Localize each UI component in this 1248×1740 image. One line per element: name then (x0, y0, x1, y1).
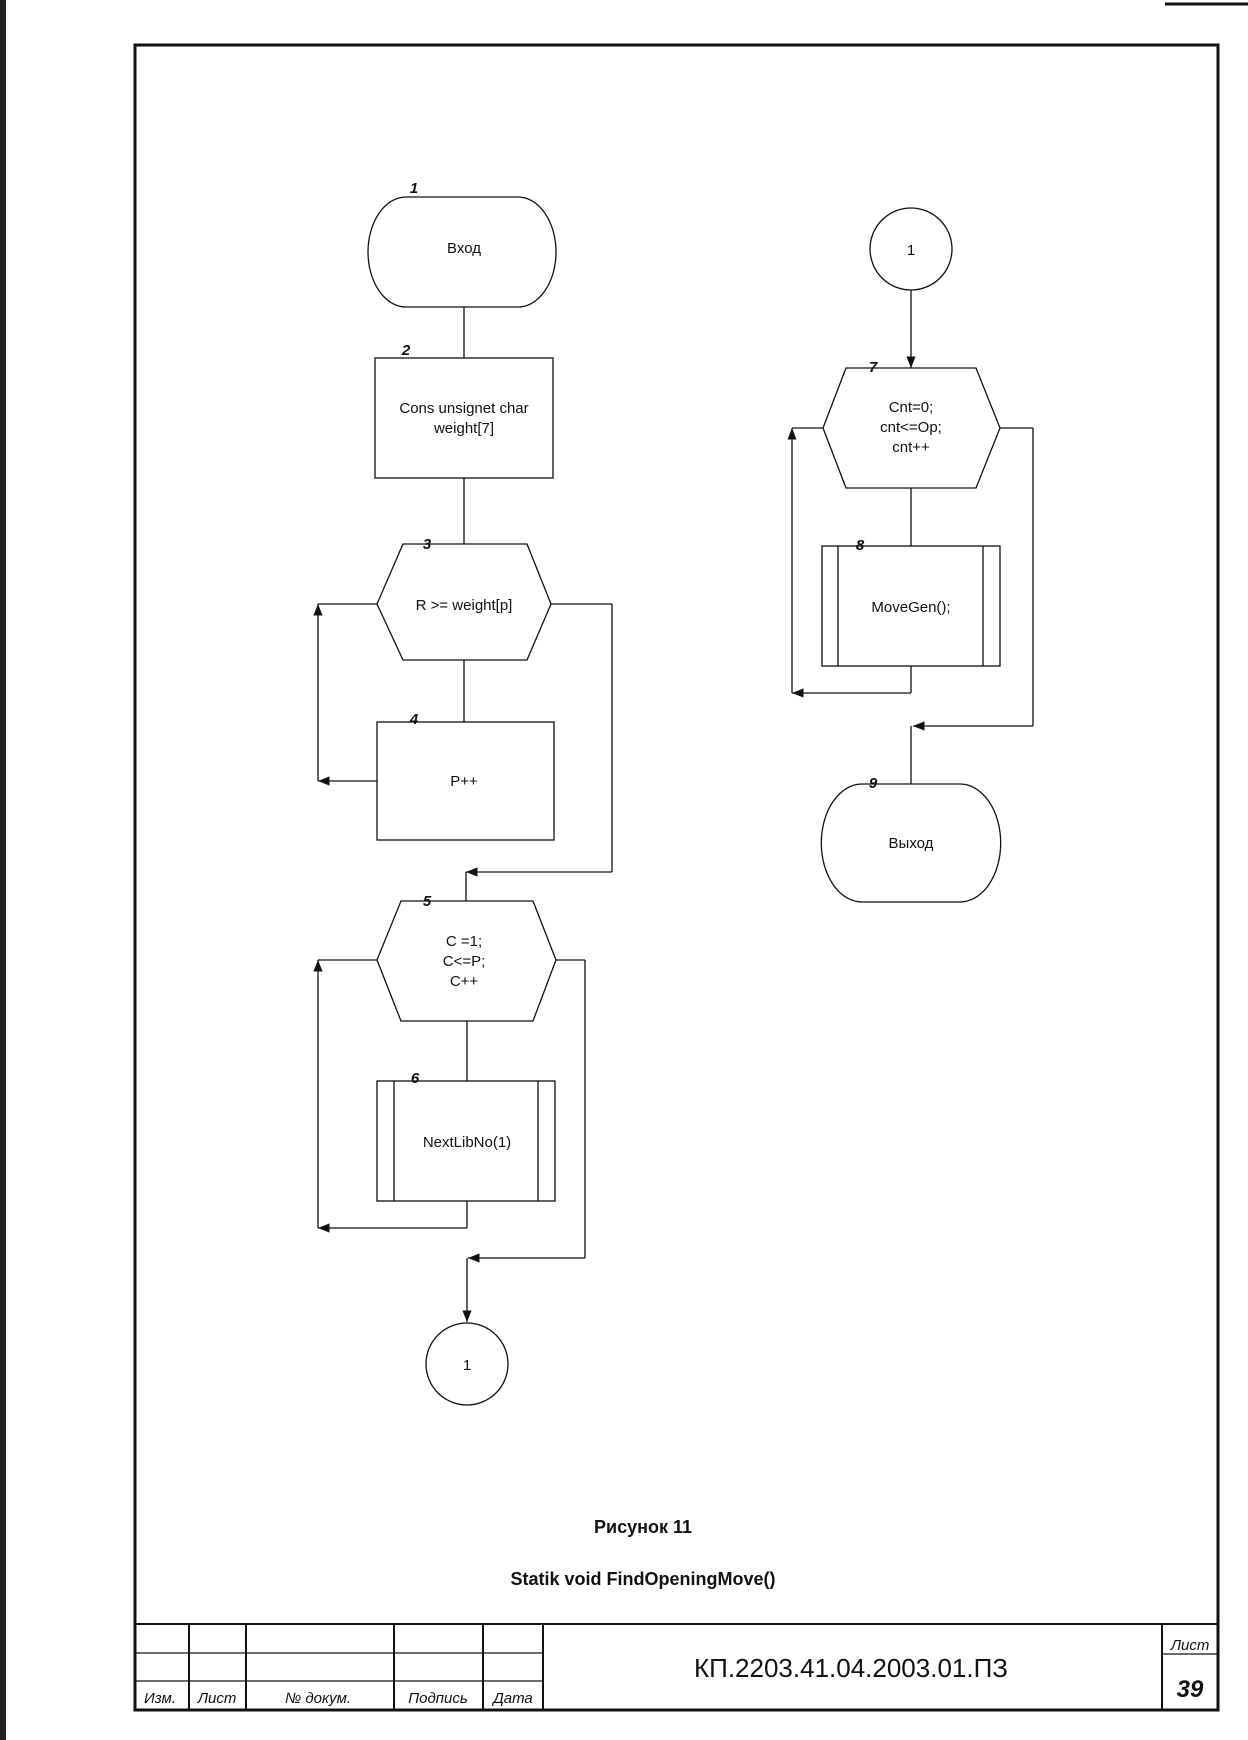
node-number: 8 (856, 537, 865, 554)
node-label: C++ (450, 973, 479, 990)
node-label: MoveGen(); (871, 599, 950, 616)
node-9-exit: 9 Выход (820, 775, 1002, 903)
label-doc-number: № докум. (285, 1690, 351, 1707)
connector-out: 1 (425, 1322, 509, 1406)
node-number: 2 (401, 342, 411, 359)
node-label: P++ (450, 773, 478, 790)
flow-lines-left (313, 307, 613, 1322)
node-label: Cons unsignet char (399, 400, 528, 417)
node-7-loop: 7 Cnt=0; cnt<=Op; cnt++ (822, 359, 1001, 489)
node-label: Выход (889, 835, 934, 852)
sheet-frame (133, 43, 1220, 1712)
node-label: weight[7] (433, 420, 494, 437)
node-label: cnt++ (892, 439, 930, 456)
node-5-loop: 5 C =1; C<=P; C++ (376, 893, 557, 1022)
node-number: 6 (411, 1070, 420, 1087)
sheet-number: 39 (1177, 1676, 1204, 1703)
node-number: 7 (869, 359, 878, 376)
node-1-entry: 1 Вход (367, 180, 557, 308)
figure-number: Рисунок 11 (594, 1517, 692, 1537)
figure-title: Statik void FindOpeningMove() (511, 1569, 776, 1589)
node-number: 4 (409, 711, 419, 728)
node-number: 3 (423, 536, 432, 553)
title-block: Изм. Лист № докум. Подпись Дата КП.2203.… (135, 1623, 1218, 1710)
label-date: Дата (491, 1690, 533, 1707)
document-code: КП.2203.41.04.2003.01.ПЗ (694, 1653, 1008, 1683)
label-signature: Подпись (408, 1690, 468, 1707)
connector-in: 1 (869, 207, 953, 291)
scan-edge-left (0, 0, 6, 1740)
node-label: C<=P; (443, 953, 486, 970)
node-label: C =1; (446, 933, 482, 950)
node-number: 5 (423, 893, 432, 910)
node-number: 1 (410, 180, 418, 197)
node-4-process: 4 P++ (376, 711, 555, 841)
flow-lines-right (787, 290, 1034, 784)
node-label: R >= weight[p] (416, 597, 513, 614)
node-label: NextLibNo(1) (423, 1134, 511, 1151)
sheet-label: Лист (1170, 1637, 1210, 1654)
node-number: 9 (869, 775, 878, 792)
node-3-condition: 3 R >= weight[p] (376, 536, 552, 661)
label-sheet: Лист (197, 1690, 237, 1707)
node-2-process: 2 Cons unsignet char weight[7] (374, 342, 554, 479)
node-label: Вход (447, 240, 481, 257)
node-label: cnt<=Op; (880, 419, 942, 436)
connector-label: 1 (907, 242, 915, 259)
node-6-subroutine: 6 NextLibNo(1) (376, 1070, 556, 1202)
node-8-subroutine: 8 MoveGen(); (821, 537, 1001, 667)
label-change: Изм. (144, 1690, 176, 1707)
connector-label: 1 (463, 1357, 471, 1374)
node-label: Cnt=0; (889, 399, 934, 416)
